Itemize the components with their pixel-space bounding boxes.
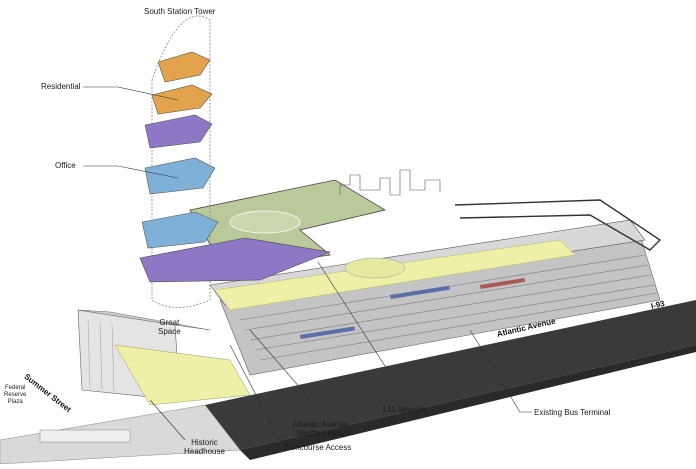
road-edge xyxy=(240,345,696,460)
label-shuttle-lobby: Atlantic Avenue Shuttle Lobby xyxy=(293,420,349,438)
label-existing-bus-terminal: Existing Bus Terminal xyxy=(534,408,611,417)
headhouse-windows xyxy=(87,319,115,393)
office-floor-blue-upper xyxy=(144,157,216,195)
office-floor-blue-lower xyxy=(141,211,219,249)
office-floor-purple-podium xyxy=(139,237,332,283)
label-south-station-tower: South Station Tower xyxy=(144,7,216,16)
train-cars xyxy=(300,277,526,339)
bus-terminal-outline xyxy=(454,199,662,251)
label-historic-headhouse: Historic Headhouse xyxy=(184,438,225,456)
residential-floor-lower xyxy=(151,84,213,115)
tower-cylinder xyxy=(151,15,211,308)
roof-garden-circle xyxy=(229,210,301,234)
skyline-outline xyxy=(339,169,441,196)
great-space-floor xyxy=(114,344,251,406)
headhouse-roof xyxy=(77,309,211,331)
underground-tunnel xyxy=(39,429,131,443)
leader-lines xyxy=(83,86,532,446)
label-office: Office xyxy=(55,161,76,170)
label-residential: Residential xyxy=(41,82,81,91)
label-concourse-access: Concourse Access xyxy=(285,443,352,452)
skypark-plaza xyxy=(344,257,406,279)
label-l11-skypark: L11 Skypark xyxy=(383,405,427,414)
label-great-space: Great Space xyxy=(158,318,181,336)
atlantic-avenue-road xyxy=(205,300,696,450)
office-floor-purple-upper xyxy=(144,114,213,149)
label-federal-reserve-plaza: Federal Reserve Plaza xyxy=(4,385,27,405)
residential-floor-top xyxy=(157,51,211,83)
